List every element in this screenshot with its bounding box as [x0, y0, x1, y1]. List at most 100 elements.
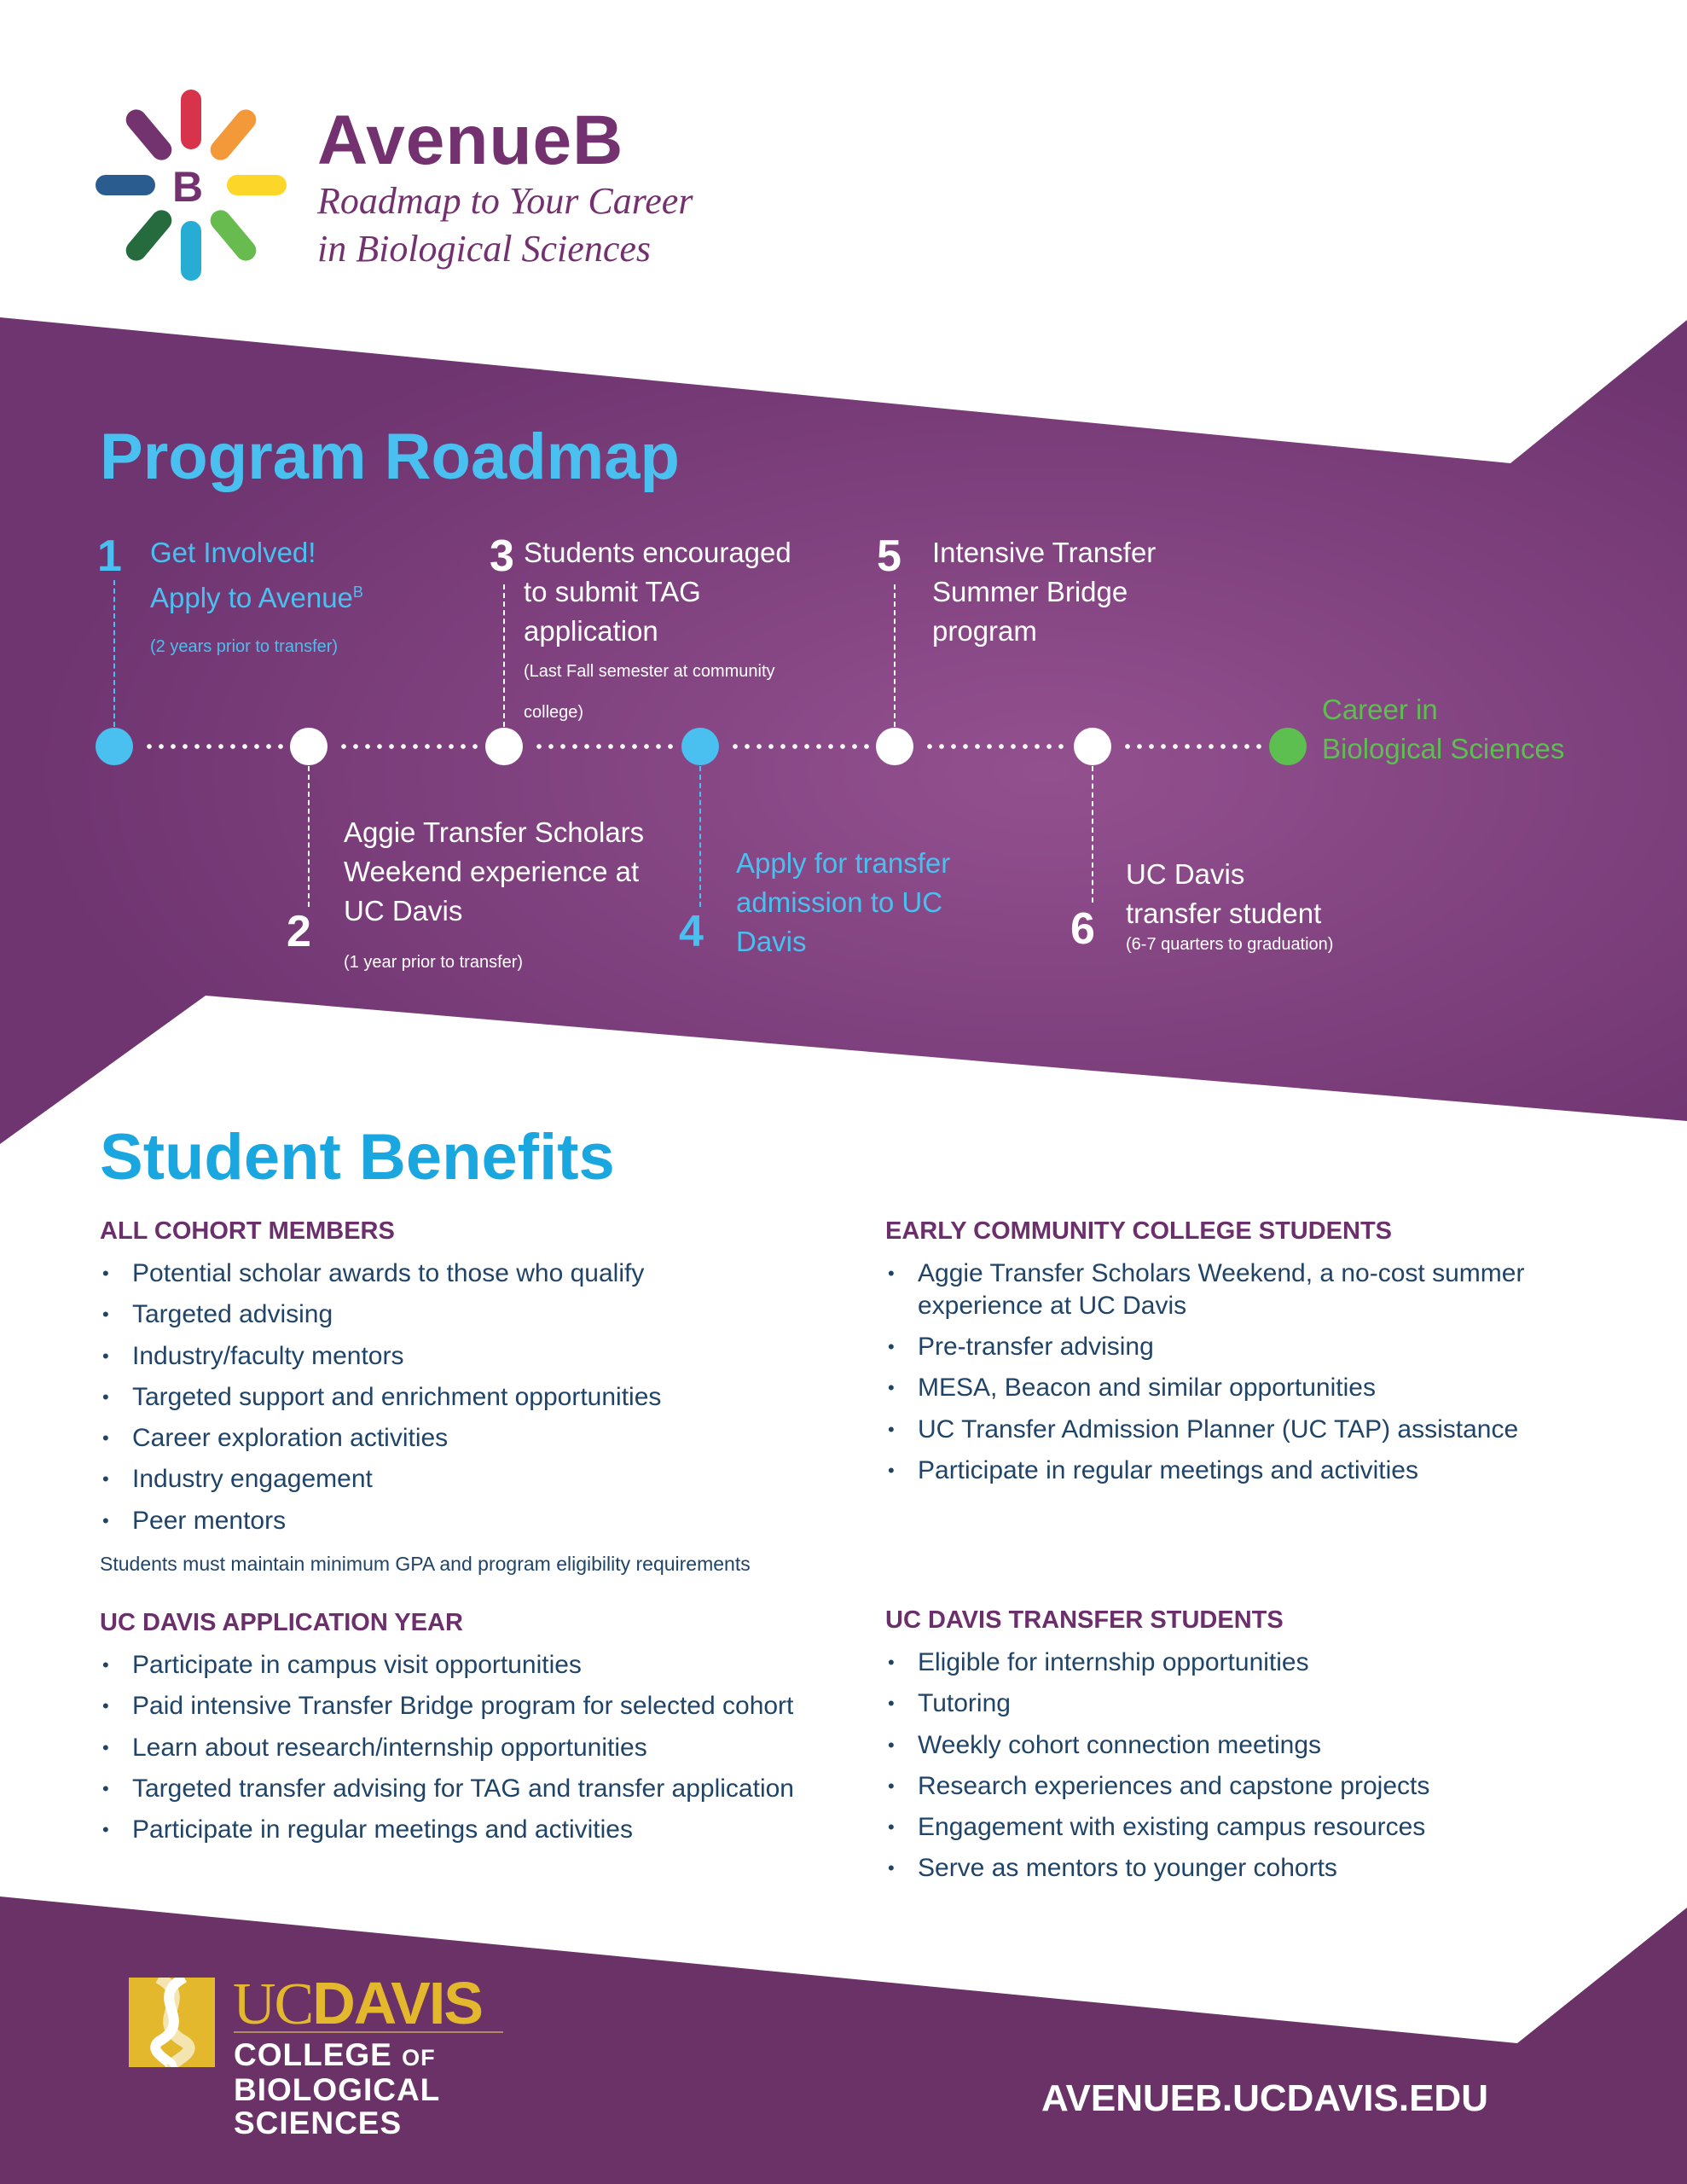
goal-line: Career in	[1322, 694, 1438, 725]
step-4-line: Apply for transfer	[736, 847, 951, 879]
benefits-title: Student Benefits	[100, 1121, 615, 1194]
list-item: Targeted advising	[100, 1294, 661, 1336]
timeline-dots	[1122, 744, 1267, 749]
list-item: Weekly cohort connection meetings	[885, 1725, 1429, 1767]
all-cohort-list: Potential scholar awards to those who qu…	[100, 1253, 661, 1542]
list-item: MESA, Beacon and similar opportunities	[885, 1368, 1593, 1409]
step-4-connector	[699, 766, 701, 907]
timeline-dots	[533, 744, 678, 749]
all-cohort-heading: ALL COHORT MEMBERS	[100, 1217, 395, 1245]
college-text: COLLEGE	[234, 2037, 392, 2072]
step-5-line: program	[932, 615, 1037, 647]
list-item: UC Transfer Admission Planner (UC TAP) a…	[885, 1409, 1593, 1451]
timeline-dots	[338, 744, 483, 749]
step-1-note: (2 years prior to transfer)	[150, 637, 339, 656]
step-1-line: Get Involved!	[150, 537, 316, 568]
ucdavis-wordmark: UCDAVIS	[233, 1969, 484, 2039]
step-1-number: 1	[97, 531, 122, 581]
tagline-line-2: in Biological Sciences	[317, 228, 651, 270]
list-item: Participate in regular meetings and acti…	[885, 1450, 1593, 1492]
tagline-line-1: Roadmap to Your Career	[317, 180, 693, 222]
early-heading: EARLY COMMUNITY COLLEGE STUDENTS	[885, 1217, 1393, 1245]
list-item: Targeted support and enrichment opportun…	[100, 1377, 661, 1419]
list-item: Engagement with existing campus resource…	[885, 1807, 1429, 1849]
step-3-note: (Last Fall semester at community	[524, 662, 775, 681]
step-6-text: UC Davis transfer student	[1126, 855, 1321, 933]
application-year-list: Participate in campus visit opportunitie…	[100, 1645, 794, 1851]
list-item: Participate in campus visit opportunitie…	[100, 1645, 794, 1687]
step-5-line: Intensive Transfer	[932, 537, 1157, 568]
list-item: Pre-transfer advising	[885, 1327, 1593, 1368]
logo-divider	[234, 2031, 503, 2033]
dna-helix-icon	[129, 1978, 215, 2067]
list-item: Paid intensive Transfer Bridge program f…	[100, 1686, 794, 1728]
list-item: Potential scholar awards to those who qu…	[100, 1253, 661, 1295]
college-line-1: COLLEGE OF	[234, 2037, 436, 2073]
step-3-number: 3	[490, 531, 514, 581]
roadmap-band	[0, 317, 1687, 1144]
list-item: Industry engagement	[100, 1459, 661, 1501]
transfer-list: Eligible for internship opportunities Tu…	[885, 1642, 1429, 1890]
brand-name: AvenueB	[317, 102, 624, 179]
list-item: Aggie Transfer Scholars Weekend, a no-co…	[885, 1253, 1593, 1327]
list-item: Targeted transfer advising for TAG and t…	[100, 1769, 794, 1810]
eligibility-note: Students must maintain minimum GPA and p…	[100, 1553, 751, 1575]
step-6-line: UC Davis	[1126, 858, 1245, 890]
timeline-node-goal	[1269, 728, 1307, 765]
timeline-node-2	[290, 728, 328, 765]
list-item: Research experiences and capstone projec…	[885, 1766, 1429, 1808]
step-5-text: Intensive Transfer Summer Bridge program	[932, 533, 1156, 651]
early-list: Aggie Transfer Scholars Weekend, a no-co…	[885, 1253, 1593, 1491]
step-1-text: Get Involved! Apply to AvenueB	[150, 533, 363, 618]
college-line-3: SCIENCES	[234, 2106, 403, 2140]
step-2-text: Aggie Transfer Scholars Weekend experien…	[344, 813, 644, 931]
uc-text: UC	[233, 1972, 314, 2037]
step-3-line: application	[524, 615, 658, 647]
timeline-node-6	[1074, 728, 1111, 765]
step-3-note: college)	[524, 703, 584, 722]
timeline-node-3	[485, 728, 523, 765]
list-item: Serve as mentors to younger cohorts	[885, 1848, 1429, 1890]
logo-letter: B	[172, 163, 204, 211]
step-2-line: UC Davis	[344, 895, 463, 926]
step-6-line: transfer student	[1126, 897, 1322, 929]
footer-band	[0, 1896, 1687, 2184]
avenueb-flower-logo	[96, 90, 287, 281]
step-6-number: 6	[1070, 904, 1095, 954]
step-4-line: Davis	[736, 926, 807, 957]
timeline-node-4	[681, 728, 719, 765]
step-4-text: Apply for transfer admission to UC Davis	[736, 844, 950, 961]
timeline-node-5	[876, 728, 913, 765]
step-1-superscript: B	[352, 584, 363, 601]
timeline-dots	[143, 744, 288, 749]
timeline-dots	[924, 744, 1069, 749]
goal-line: Biological Sciences	[1322, 733, 1565, 764]
step-5-connector	[894, 584, 896, 727]
list-item: Learn about research/internship opportun…	[100, 1728, 794, 1769]
website-link[interactable]: AVENUEB.UCDAVIS.EDU	[1041, 2077, 1488, 2119]
step-2-number: 2	[287, 907, 311, 956]
timeline-dots	[729, 744, 874, 749]
college-line-2: BIOLOGICAL	[234, 2072, 441, 2107]
step-1-line-text: Apply to Avenue	[150, 582, 353, 613]
step-4-line: admission to UC	[736, 886, 943, 918]
transfer-heading: UC DAVIS TRANSFER STUDENTS	[885, 1606, 1284, 1634]
step-3-line: Students encouraged	[524, 537, 791, 568]
roadmap-title: Program Roadmap	[100, 421, 680, 493]
davis-text: DAVIS	[312, 1970, 484, 2036]
step-1-connector	[113, 580, 115, 727]
step-5-line: Summer Bridge	[932, 576, 1128, 607]
step-4-number: 4	[679, 907, 704, 956]
step-6-note: (6-7 quarters to graduation)	[1126, 935, 1334, 954]
of-text: OF	[402, 2045, 436, 2071]
step-2-connector	[308, 766, 310, 907]
list-item: Participate in regular meetings and acti…	[100, 1809, 794, 1851]
step-3-line: to submit TAG	[524, 576, 701, 607]
step-2-line: Aggie Transfer Scholars	[344, 816, 645, 848]
step-2-note: (1 year prior to transfer)	[344, 953, 524, 972]
step-5-number: 5	[877, 531, 901, 581]
list-item: Peer mentors	[100, 1501, 661, 1542]
step-3-text: Students encouraged to submit TAG applic…	[524, 533, 791, 651]
list-item: Career exploration activities	[100, 1418, 661, 1460]
